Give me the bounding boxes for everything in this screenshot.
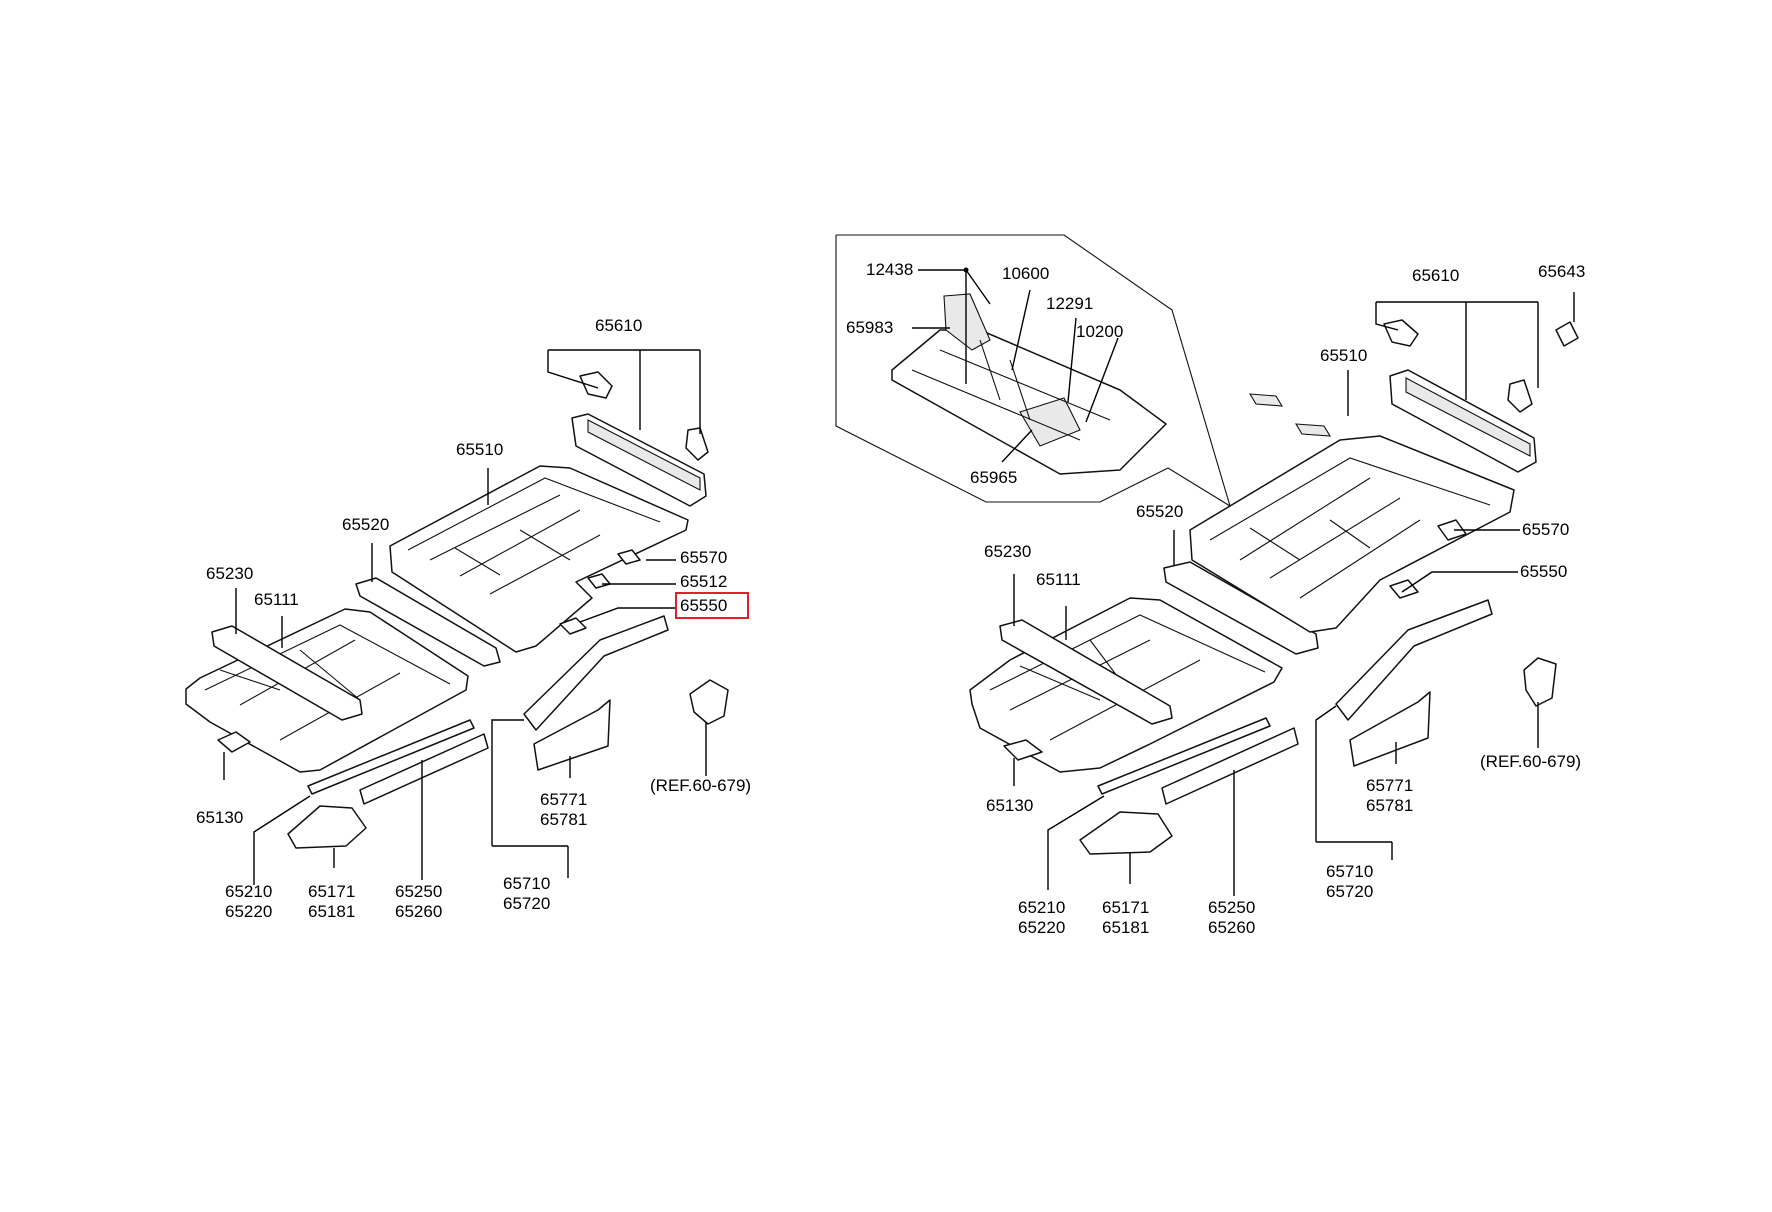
left-label-65111: 65111 [254, 590, 299, 609]
left-label-65570: 65570 [680, 548, 728, 567]
left-label-65550: 65550 [680, 596, 728, 615]
left-side-member-ext [533, 699, 611, 771]
right-ref-part [1523, 657, 1557, 707]
right-label-65610: 65610 [1412, 266, 1460, 285]
right-label-65230: 65230 [984, 542, 1032, 561]
left-label-65230: 65230 [206, 564, 254, 583]
right-side-member-ext [1349, 691, 1431, 767]
right-label-65260: 65260 [1208, 918, 1256, 937]
left-bracket-a [579, 371, 613, 399]
right-label-65171: 65171 [1102, 898, 1150, 917]
right-front-rail [1003, 739, 1043, 761]
right-label-65570: 65570 [1522, 520, 1570, 539]
right-label-65965: 65965 [970, 468, 1018, 487]
left-front-extension [287, 805, 367, 849]
left-highlight-box [675, 592, 749, 619]
right-bracket-b [1507, 379, 1533, 413]
left-label-65520: 65520 [342, 515, 390, 534]
right-rear-floor [1189, 435, 1515, 633]
right-bracket-a [1383, 319, 1419, 347]
left-label-65220: 65220 [225, 902, 273, 921]
right-label-65520: 65520 [1136, 502, 1184, 521]
left-label-65171: 65171 [308, 882, 356, 901]
left-label-65510: 65510 [456, 440, 504, 459]
left-label-65610: 65610 [595, 316, 643, 335]
left-center-crossmember [355, 577, 501, 667]
left-label-65181: 65181 [308, 902, 356, 921]
right-label-10200: 10200 [1076, 322, 1124, 341]
right-label-10600: 10600 [1002, 264, 1050, 283]
left-label-65210: 65210 [225, 882, 273, 901]
right-crossmember [999, 619, 1173, 725]
right-label-65250: 65250 [1208, 898, 1256, 917]
left-label-65710: 65710 [503, 874, 551, 893]
right-label-65643: 65643 [1538, 262, 1586, 281]
right-front-extension [1079, 811, 1173, 855]
right-inset-floor-detail [891, 329, 1167, 475]
right-side-member [1335, 599, 1493, 721]
left-rear-floor [389, 465, 689, 653]
left-leader-lines [223, 349, 707, 885]
right-label-65550: 65550 [1520, 562, 1568, 581]
left-label-65720: 65720 [503, 894, 551, 913]
right-label-12291: 12291 [1046, 294, 1094, 313]
right-label-65130: 65130 [986, 796, 1034, 815]
left-assembly [185, 349, 729, 885]
left-label-65260: 65260 [395, 902, 443, 921]
left-label-ref: (REF.60-679) [650, 776, 752, 795]
left-side-member [523, 615, 669, 731]
left-label-65771: 65771 [540, 790, 588, 809]
right-assembly [835, 234, 1579, 896]
left-label-65781: 65781 [540, 810, 588, 829]
right-label-12438: 12438 [866, 260, 914, 279]
left-bracket-b [685, 427, 709, 461]
left-label-65512: 65512 [680, 572, 728, 591]
right-inset-callout [835, 234, 1231, 507]
left-ref-part [689, 679, 729, 725]
right-side-sill-outer [1161, 727, 1299, 805]
right-clip-65643 [1555, 321, 1579, 347]
right-label-65983: 65983 [846, 318, 894, 337]
left-side-sill-inner [307, 719, 475, 795]
right-label-65210: 65210 [1018, 898, 1066, 917]
right-label-65181: 65181 [1102, 918, 1150, 937]
right-side-sill-inner [1097, 717, 1271, 795]
right-label-65781: 65781 [1366, 796, 1414, 815]
left-front-rail [217, 731, 251, 753]
right-label-65220: 65220 [1018, 918, 1066, 937]
right-label-65771: 65771 [1366, 776, 1414, 795]
left-label-65250: 65250 [395, 882, 443, 901]
right-center-crossmember [1163, 561, 1319, 655]
right-label-65710: 65710 [1326, 862, 1374, 881]
right-label-ref: (REF.60-679) [1480, 752, 1582, 771]
left-side-sill-outer [359, 733, 489, 805]
right-leader-lines [912, 267, 1575, 896]
left-label-65130: 65130 [196, 808, 244, 827]
right-label-65720: 65720 [1326, 882, 1374, 901]
right-label-65111: 65111 [1036, 570, 1081, 589]
left-crossmember [211, 625, 363, 721]
right-label-65510: 65510 [1320, 346, 1368, 365]
